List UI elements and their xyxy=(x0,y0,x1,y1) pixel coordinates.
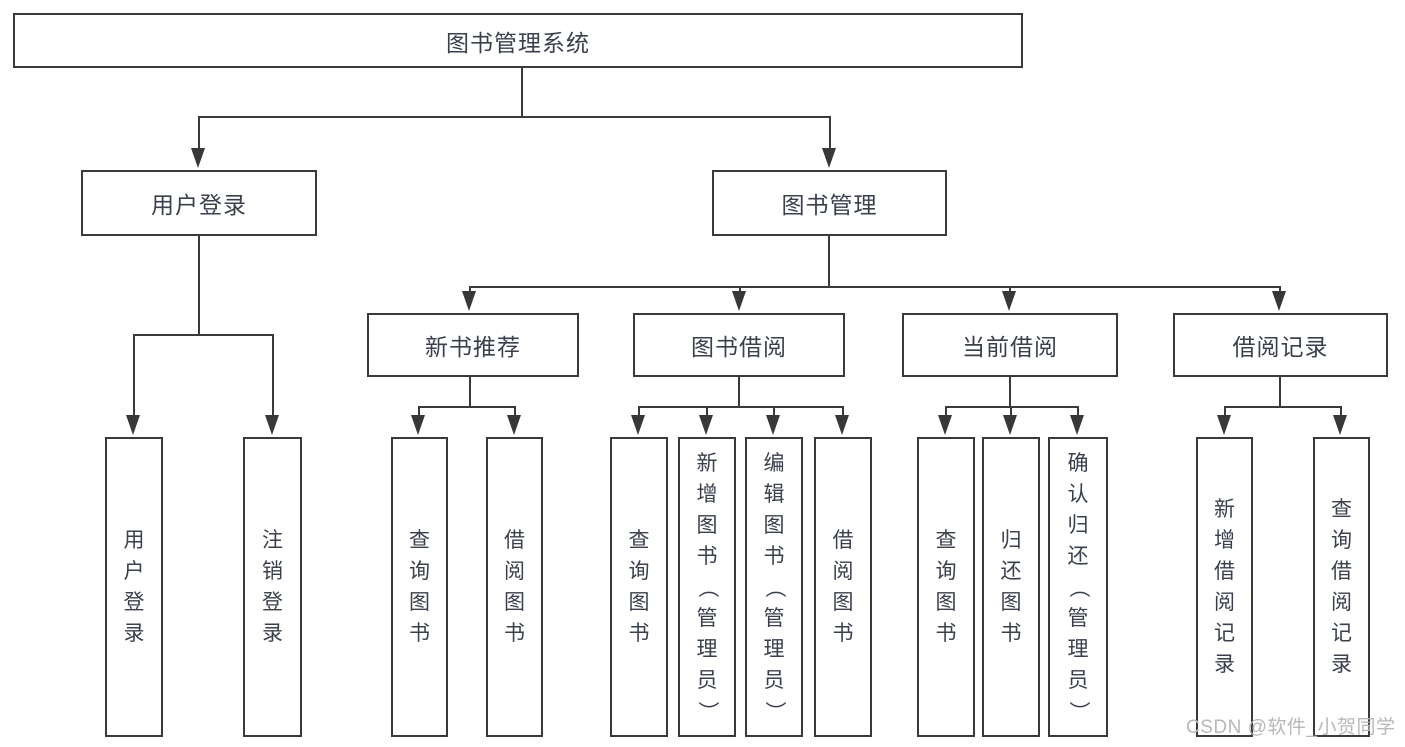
node-borrow-books-2: 借阅图书 xyxy=(814,437,872,737)
arrowhead-icon xyxy=(1272,291,1286,311)
node-label: 图书借阅 xyxy=(691,334,787,360)
arrowhead-icon xyxy=(1217,415,1231,435)
connector-line xyxy=(133,334,274,336)
node-label: 查询图书 xyxy=(409,529,430,645)
connector-line xyxy=(1224,406,1342,408)
node-label: 新增借阅记录 xyxy=(1214,498,1235,676)
arrowhead-icon xyxy=(938,415,952,435)
node-query-books-1: 查询图书 xyxy=(391,437,448,737)
node-root: 图书管理系统 xyxy=(13,13,1023,68)
arrowhead-icon xyxy=(265,415,279,435)
connector-line xyxy=(945,406,1079,408)
node-label: 用户登录 xyxy=(123,529,145,645)
arrowhead-icon xyxy=(822,148,836,168)
connector-line xyxy=(272,335,274,419)
node-new-book-recommend: 新书推荐 xyxy=(367,313,579,377)
arrowhead-icon xyxy=(732,291,746,311)
node-label: 查询图书 xyxy=(935,529,957,645)
node-label: 图书管理系统 xyxy=(446,29,590,56)
connector-line xyxy=(418,407,420,419)
node-label: 确认归还（管理员） xyxy=(1066,451,1090,722)
node-label: 查询图书 xyxy=(628,529,650,645)
connector-line xyxy=(198,236,200,336)
node-user-login: 用户登录 xyxy=(105,437,163,737)
connector-line xyxy=(1279,377,1281,408)
arrowhead-icon xyxy=(462,291,476,311)
arrowhead-icon xyxy=(191,148,205,168)
csdn-watermark: CSDN @软件_小贺同学 xyxy=(1186,717,1396,738)
node-query-books-2: 查询图书 xyxy=(610,437,668,737)
connector-line xyxy=(638,407,640,419)
node-logout: 注销登录 xyxy=(243,437,302,737)
connector-line xyxy=(1009,377,1011,408)
connector-line xyxy=(945,407,947,419)
node-book-management: 图书管理 xyxy=(712,170,947,236)
node-current-borrowing: 当前借阅 xyxy=(902,313,1118,377)
node-borrow-books-1: 借阅图书 xyxy=(486,437,543,737)
connector-line xyxy=(842,407,844,419)
node-borrowing-records: 借阅记录 xyxy=(1173,313,1388,377)
arrowhead-icon xyxy=(1070,415,1084,435)
connector-line xyxy=(828,236,830,288)
connector-line xyxy=(773,407,775,419)
connector-line xyxy=(638,406,844,408)
connector-line xyxy=(1224,407,1226,419)
connector-line xyxy=(469,377,471,408)
node-label: 编辑图书（管理员） xyxy=(762,451,786,722)
arrowhead-icon xyxy=(1003,415,1017,435)
node-label: 当前借阅 xyxy=(962,334,1058,360)
connector-line xyxy=(469,286,1281,288)
connector-line xyxy=(521,67,523,118)
connector-line xyxy=(418,406,516,408)
node-label: 归还图书 xyxy=(1000,529,1022,645)
node-label: 借阅图书 xyxy=(504,529,525,645)
arrowhead-icon xyxy=(411,415,425,435)
node-label: 借阅图书 xyxy=(832,529,854,645)
node-query-borrow-record: 查询借阅记录 xyxy=(1313,437,1370,737)
arrowhead-icon xyxy=(1002,291,1016,311)
node-label: 查询借阅记录 xyxy=(1331,498,1352,676)
connector-line xyxy=(829,117,831,152)
connector-line xyxy=(1077,407,1079,419)
connector-line xyxy=(738,377,740,408)
node-user-login-module: 用户登录 xyxy=(81,170,317,236)
node-add-borrow-record: 新增借阅记录 xyxy=(1196,437,1253,737)
arrowhead-icon xyxy=(126,415,140,435)
arrowhead-icon xyxy=(1333,415,1347,435)
node-edit-books-admin: 编辑图书（管理员） xyxy=(745,437,803,737)
node-label: 注销登录 xyxy=(262,529,283,645)
connector-line xyxy=(198,117,200,152)
arrowhead-icon xyxy=(507,415,521,435)
node-confirm-return-admin: 确认归还（管理员） xyxy=(1048,437,1108,737)
arrowhead-icon xyxy=(699,415,713,435)
arrowhead-icon xyxy=(835,415,849,435)
connector-line xyxy=(706,407,708,419)
node-return-books: 归还图书 xyxy=(982,437,1040,737)
node-label: 新书推荐 xyxy=(425,334,521,360)
node-query-books-3: 查询图书 xyxy=(917,437,975,737)
connector-line xyxy=(514,407,516,419)
node-book-borrowing: 图书借阅 xyxy=(633,313,845,377)
node-label: 新增图书（管理员） xyxy=(695,451,719,722)
node-label: 用户登录 xyxy=(151,192,247,218)
connector-line xyxy=(1340,407,1342,419)
connector-line xyxy=(198,116,831,118)
arrowhead-icon xyxy=(766,415,780,435)
connector-line xyxy=(133,335,135,419)
connector-line xyxy=(1010,407,1012,419)
node-label: 图书管理 xyxy=(781,192,878,218)
arrowhead-icon xyxy=(631,415,645,435)
node-label: 借阅记录 xyxy=(1232,334,1329,360)
node-add-books-admin: 新增图书（管理员） xyxy=(678,437,736,737)
